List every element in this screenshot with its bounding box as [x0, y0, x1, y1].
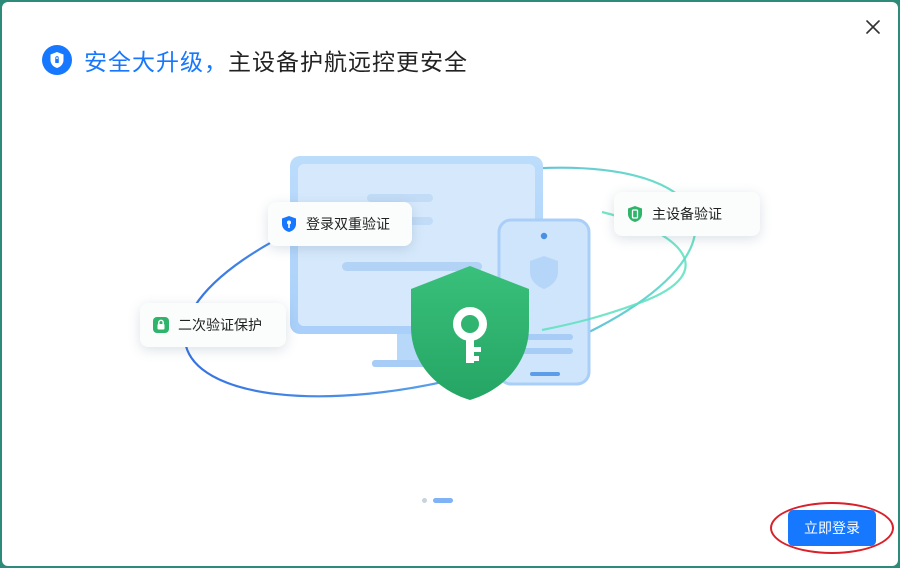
pagination-dot-active[interactable] [433, 498, 453, 503]
feature-label-login-2fa: 登录双重验证 [306, 217, 390, 233]
close-icon [866, 20, 880, 34]
feature-chip-login-2fa: 登录双重验证 [268, 202, 412, 246]
dialog-title: 安全大升级， 主设备护航远控更安全 [42, 42, 468, 78]
title-accent-text: 安全大升级， [84, 50, 228, 76]
feature-label-secondary-verify: 二次验证保护 [178, 318, 262, 334]
login-now-button[interactable]: 立即登录 [788, 510, 876, 546]
lock-icon [153, 317, 169, 333]
close-button[interactable] [860, 14, 886, 40]
shield-phone-icon [628, 206, 642, 222]
feature-label-primary-device: 主设备验证 [652, 207, 722, 223]
shield-key-icon [282, 216, 296, 232]
pagination-dot[interactable] [422, 498, 427, 503]
feature-chip-secondary-verify: 二次验证保护 [140, 303, 286, 347]
shield-lock-icon [42, 45, 72, 75]
key-shield-graphic [411, 266, 529, 400]
title-main-text: 主设备护航远控更安全 [228, 50, 468, 76]
feature-chip-primary-device: 主设备验证 [614, 192, 760, 236]
carousel-pagination [422, 498, 459, 503]
